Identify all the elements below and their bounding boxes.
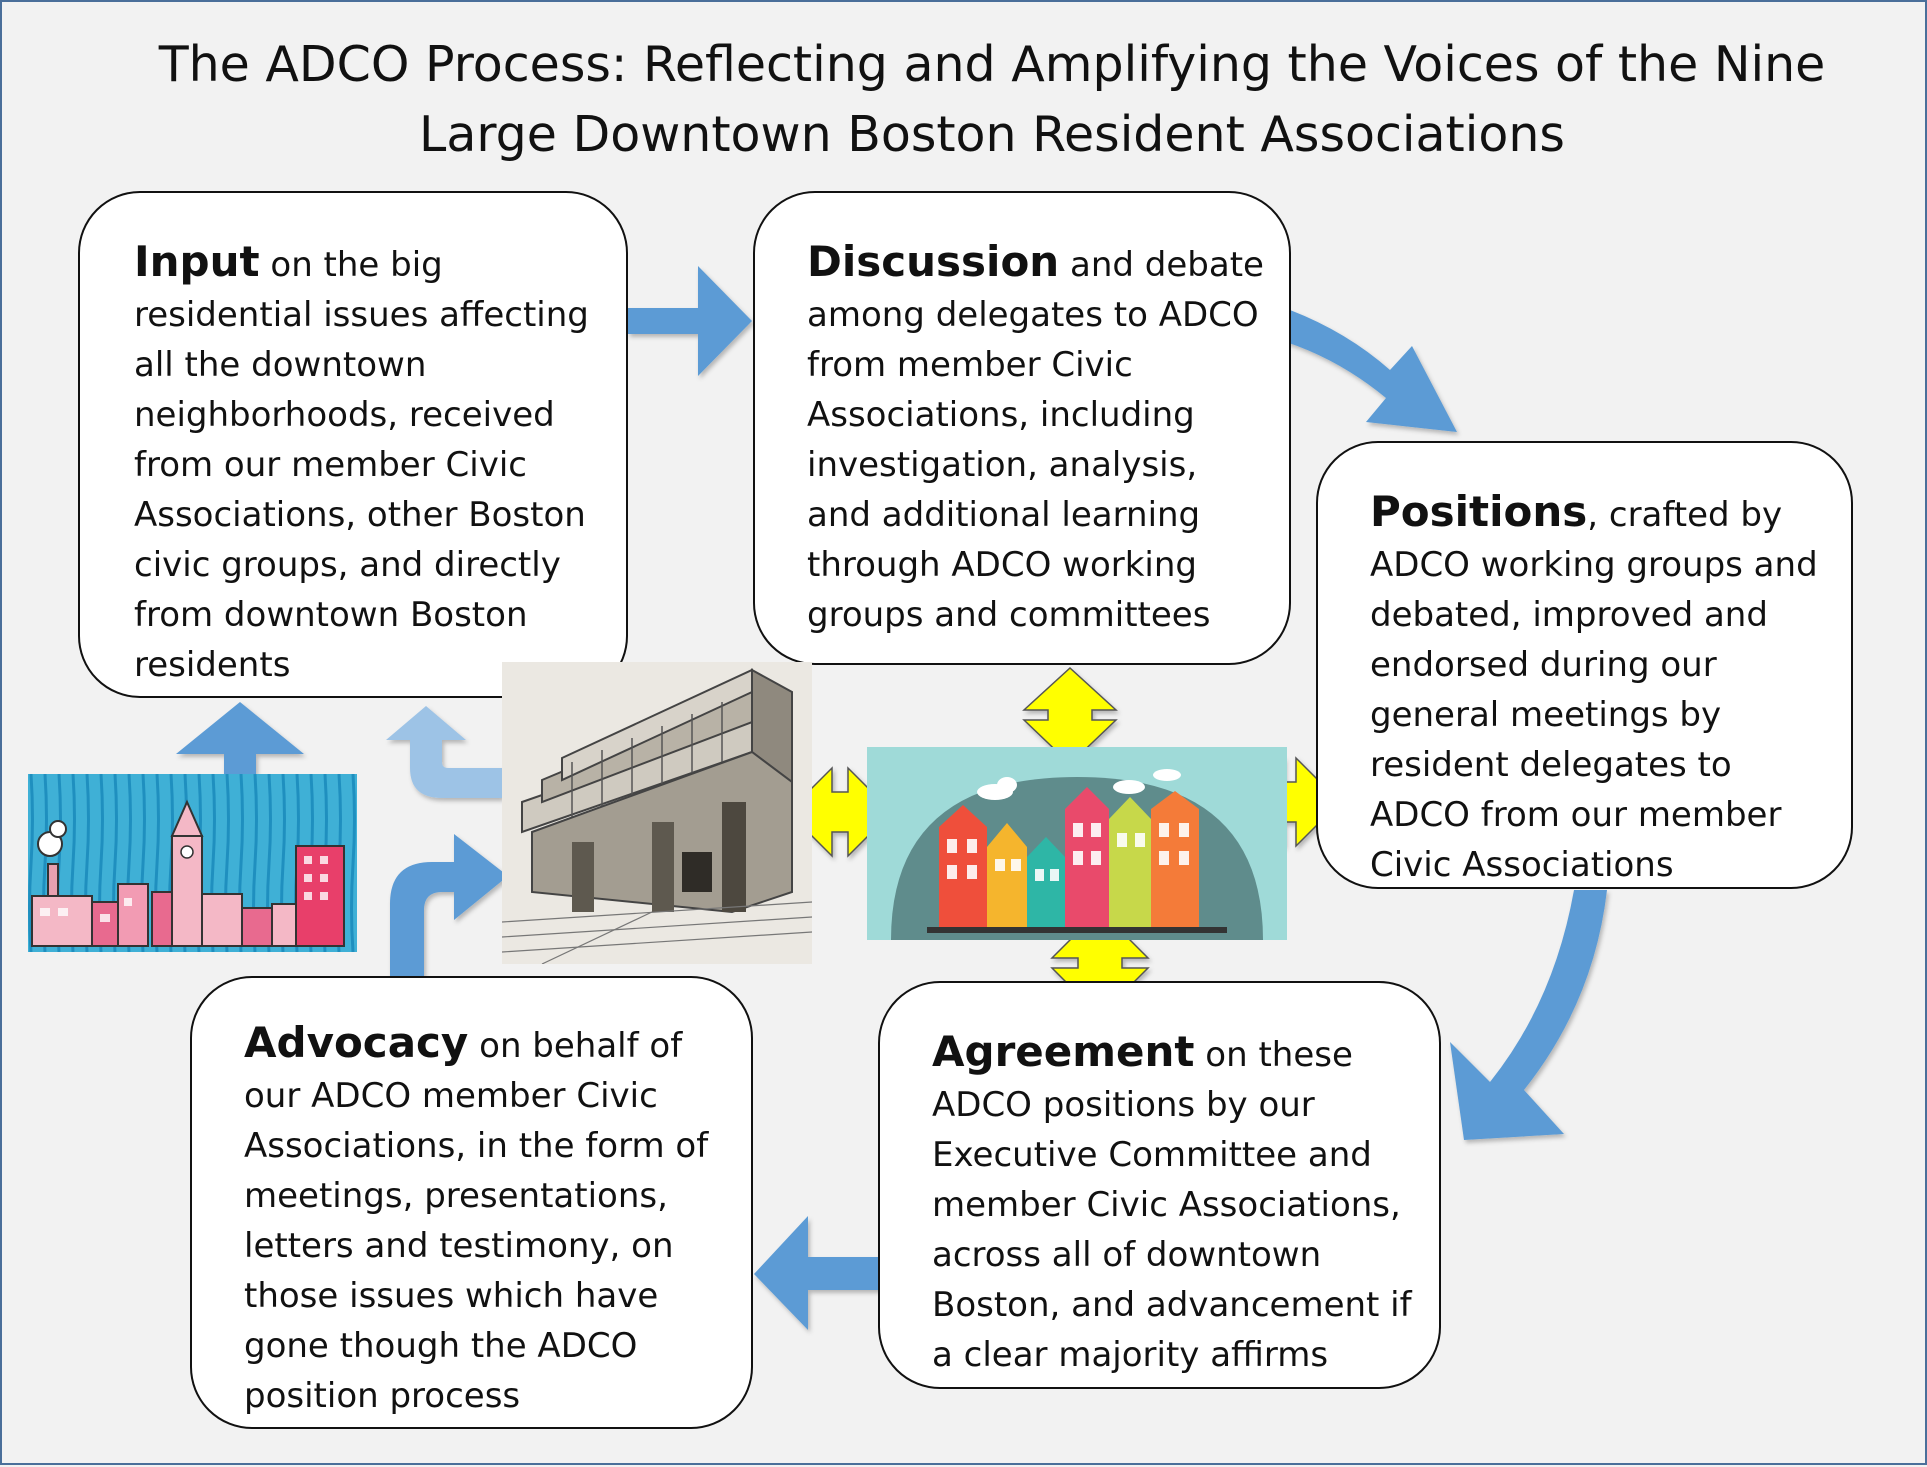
arrow-positions-to-agreement	[1450, 890, 1607, 1140]
step-positions-text: , crafted by ADCO working groups and deb…	[1370, 495, 1818, 885]
step-input-heading: Input	[134, 237, 260, 286]
city-hall-sketch	[502, 662, 812, 964]
title-line-2: Large Downtown Boston Resident Associati…	[419, 106, 1565, 163]
step-advocacy-text: on behalf of our ADCO member Civic Assoc…	[244, 1026, 709, 1416]
arrow-cityhall-to-input	[386, 706, 502, 798]
step-discussion-box: Discussion and debate among delegates to…	[753, 191, 1291, 665]
step-agreement-text: on these ADCO positions by our Executive…	[932, 1035, 1412, 1375]
step-advocacy-box: Advocacy on behalf of our ADCO member Ci…	[190, 976, 753, 1429]
arrow-agreement-to-advocacy	[754, 1216, 882, 1330]
title-line-1: The ADCO Process: Reflecting and Amplify…	[158, 36, 1826, 93]
arrow-input-to-discussion	[628, 266, 752, 376]
step-input-text: on the big residential issues affecting …	[134, 245, 589, 685]
colorful-houses-illustration	[867, 747, 1287, 940]
step-positions-box: Positions, crafted by ADCO working group…	[1316, 441, 1853, 889]
step-discussion-text: and debate among delegates to ADCO from …	[807, 245, 1264, 635]
step-positions-heading: Positions	[1370, 487, 1588, 536]
city-skyline-drawing	[28, 774, 357, 952]
step-input-box: Input on the big residential issues affe…	[78, 191, 628, 698]
step-agreement-heading: Agreement	[932, 1027, 1195, 1076]
diagram-title: The ADCO Process: Reflecting and Amplify…	[62, 30, 1922, 170]
step-discussion-heading: Discussion	[807, 237, 1060, 286]
arrow-skyline-to-input	[176, 702, 304, 774]
step-agreement-box: Agreement on these ADCO positions by our…	[878, 981, 1441, 1389]
arrow-advocacy-to-cityhall	[390, 834, 508, 976]
step-advocacy-heading: Advocacy	[244, 1018, 469, 1067]
arrow-discussion-to-positions	[1286, 310, 1457, 432]
